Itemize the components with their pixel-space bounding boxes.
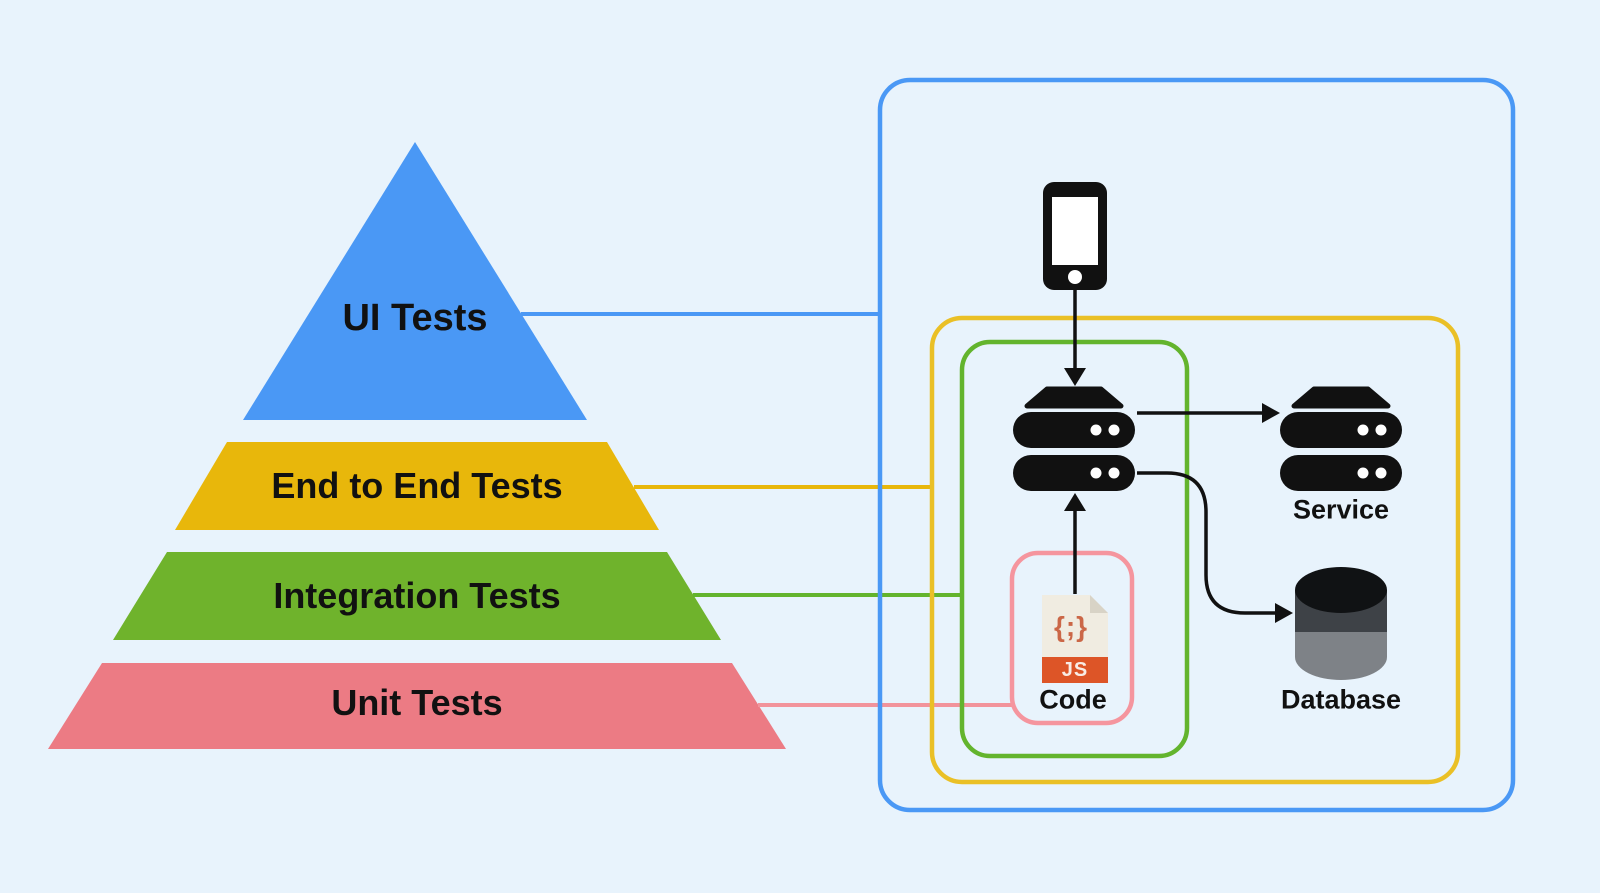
app-server-leds <box>1090 424 1120 479</box>
js-badge-text: JS <box>1061 659 1089 681</box>
pyramid <box>48 142 786 749</box>
file-fold-corner <box>1090 595 1108 613</box>
service-server-icon <box>1280 386 1402 491</box>
database-label: Database <box>1280 684 1402 715</box>
pyramid-layer-e2e-shape <box>175 442 659 530</box>
unit-scope-box <box>1009 550 1135 726</box>
server-to-service-arrow <box>1137 403 1280 423</box>
scope-boxes <box>877 77 1516 813</box>
code-file-braces-glyph: {;} <box>1053 611 1089 642</box>
pyramid-layer-integration-shape <box>113 552 721 640</box>
connector-lines <box>521 312 1014 707</box>
pyramid-label-ui-tests: UI Tests <box>342 297 488 339</box>
phone-to-server-arrow <box>1064 290 1086 386</box>
pyramid-label-unit-tests: Unit Tests <box>331 682 503 723</box>
pyramid-layer-ui-shape <box>243 142 587 420</box>
server-to-database-arrow <box>1137 471 1293 623</box>
js-badge-background <box>1042 657 1108 683</box>
database-icon <box>1295 567 1387 680</box>
phone-icon <box>1043 182 1107 290</box>
js-code-file-icon <box>1042 595 1108 683</box>
code-to-server-arrow <box>1064 493 1086 594</box>
service-label: Service <box>1292 494 1390 525</box>
pyramid-label-end-to-end-tests: End to End Tests <box>271 465 563 506</box>
pyramid-layer-unit-shape <box>48 663 786 749</box>
pyramid-label-integration-tests: Integration Tests <box>273 575 561 616</box>
ui-scope-box <box>877 77 1516 813</box>
code-label: Code <box>1039 684 1107 715</box>
app-server-icon <box>1013 386 1135 491</box>
service-server-leds <box>1357 424 1387 479</box>
end-to-end-scope-box <box>929 315 1461 785</box>
